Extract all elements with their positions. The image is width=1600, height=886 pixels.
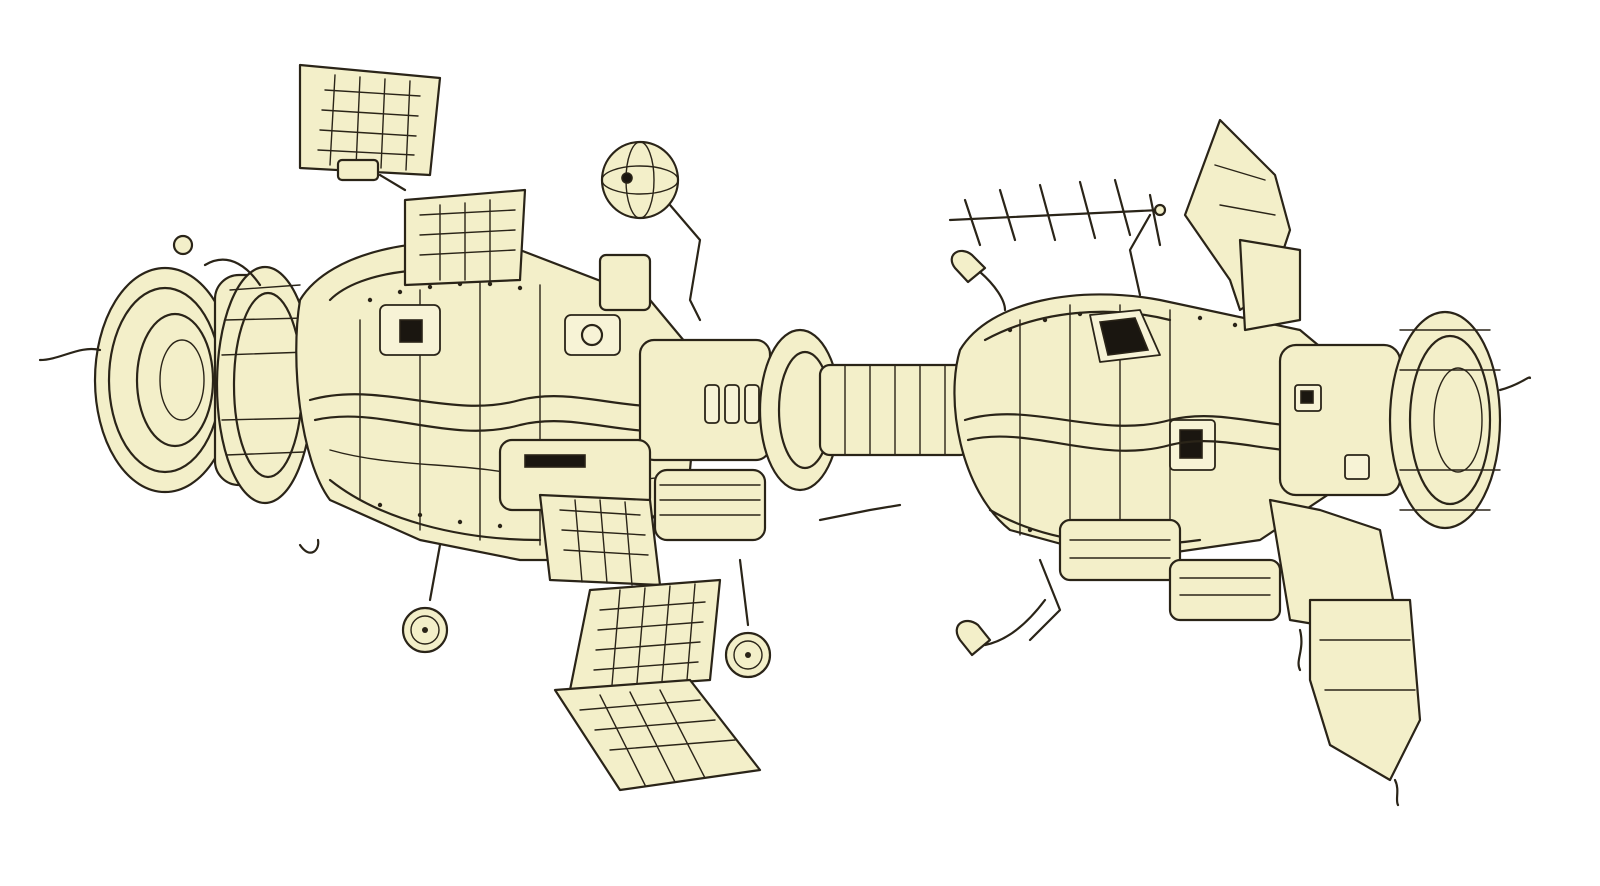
landing-wheel-right [724, 558, 772, 679]
solar-panel-bottom-1 [538, 493, 662, 587]
landing-wheel-left [401, 543, 449, 654]
fin-bottom [1268, 498, 1422, 782]
solar-panel-top-1 [298, 63, 442, 192]
cable-fin [1393, 778, 1400, 807]
fin-top [1183, 118, 1302, 332]
cable-right [1297, 628, 1303, 672]
solar-panel-bottom-3 [553, 678, 762, 792]
solar-panel-bottom-2 [568, 578, 722, 692]
lamp-bottom [955, 558, 1062, 657]
connector-tube [818, 363, 972, 522]
right-pod [953, 293, 1532, 622]
solar-panel-top-2 [403, 188, 527, 287]
antenna-array [948, 178, 1167, 297]
lamp-top [950, 249, 1007, 312]
satellite-dish [598, 140, 702, 322]
left-pod [38, 234, 842, 562]
